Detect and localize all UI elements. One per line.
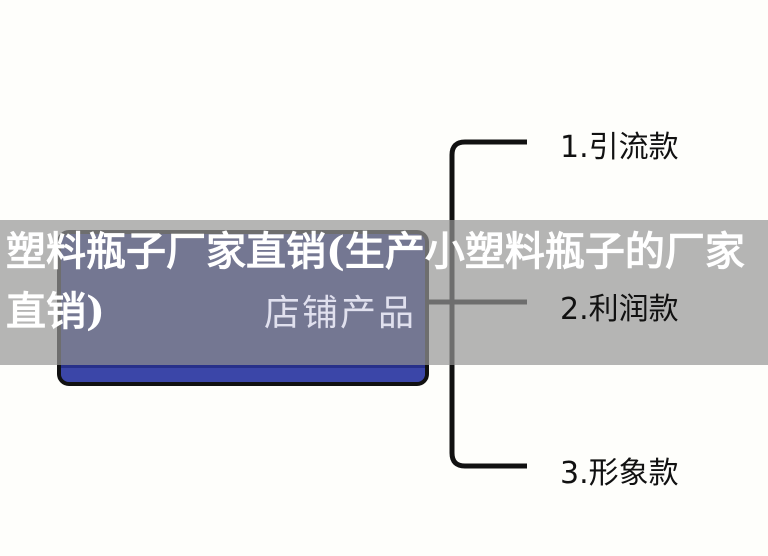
branch-1: 1.引流款 xyxy=(560,130,679,165)
title-overlay xyxy=(0,220,768,365)
root-node-strip xyxy=(61,368,425,382)
branch-3: 3.形象款 xyxy=(560,456,679,491)
overlay-title: 塑料瓶子厂家直销(生产小塑料瓶子的厂家直销) xyxy=(6,228,745,335)
branch-2: 2.利润款 xyxy=(560,292,679,327)
root-node-label: 店铺产品 xyxy=(263,293,416,334)
